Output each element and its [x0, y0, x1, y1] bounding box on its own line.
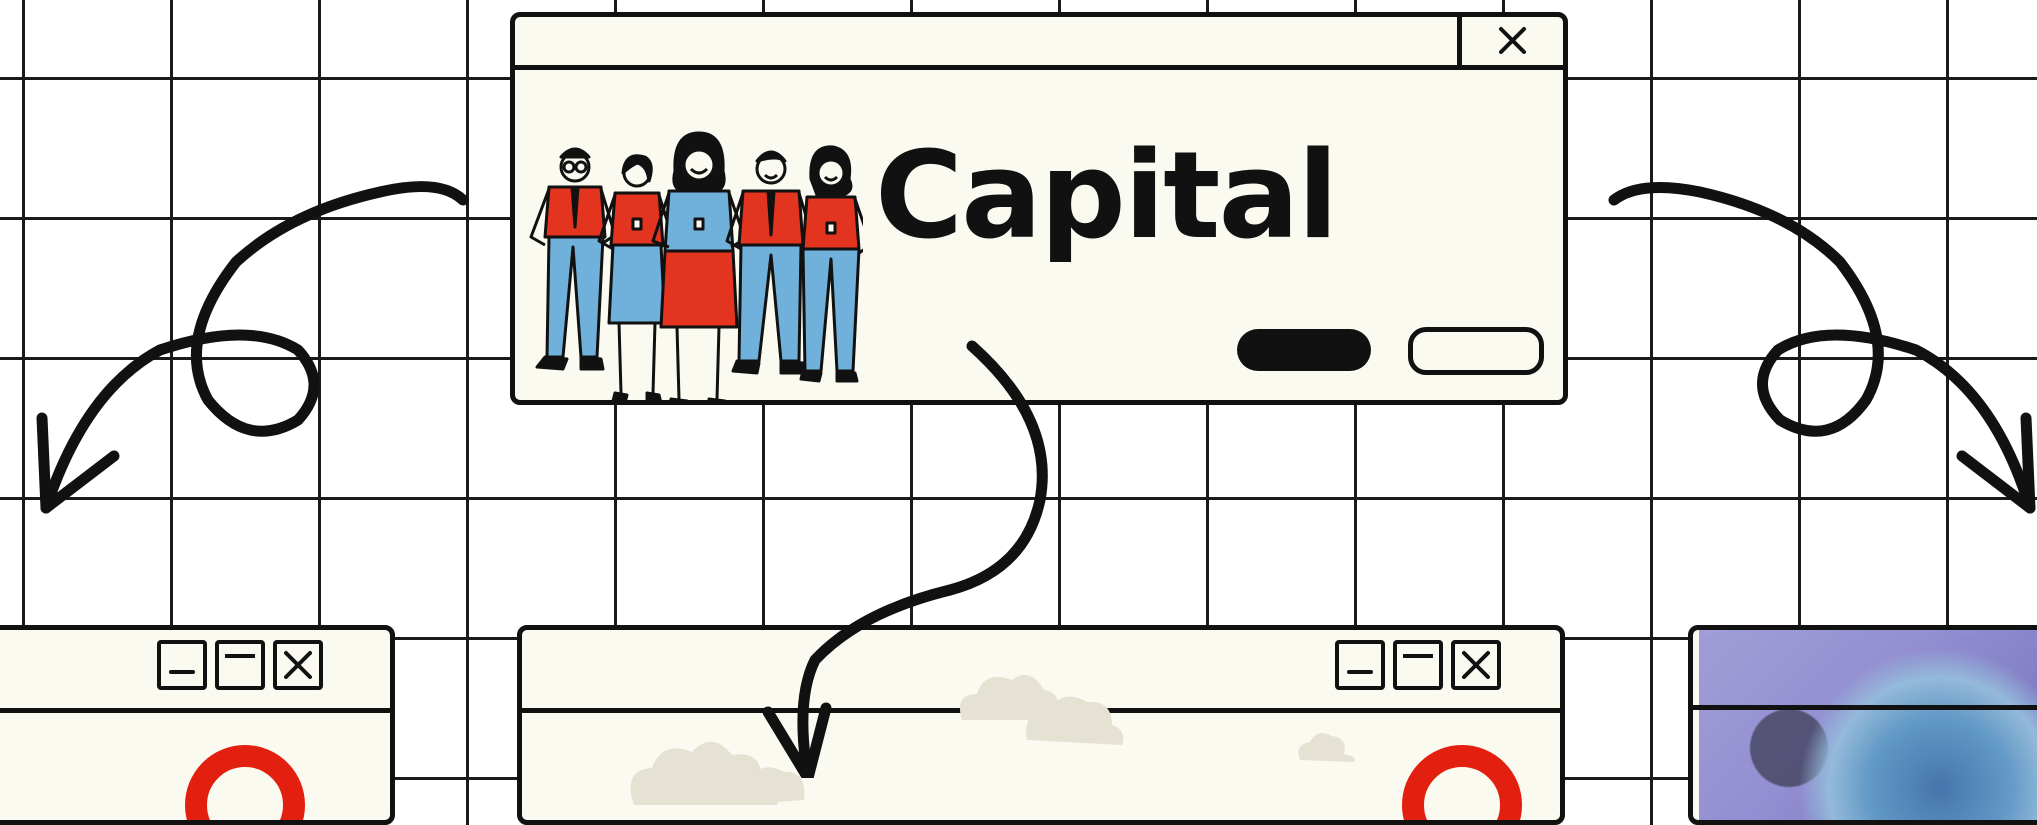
close-icon — [1462, 17, 1563, 65]
curly-arrow-left — [46, 187, 463, 508]
bottom-right-window — [1688, 625, 2037, 825]
minimize-icon — [161, 644, 203, 686]
secondary-button[interactable] — [1408, 327, 1544, 375]
curly-arrow-right-head — [1962, 418, 2030, 508]
close-button[interactable] — [1457, 17, 1563, 65]
planet-photo — [1699, 625, 2037, 825]
main-window: Capital — [510, 12, 1568, 405]
team-illustration — [523, 127, 863, 405]
main-window-titlebar — [515, 17, 1563, 70]
primary-button[interactable] — [1237, 329, 1371, 371]
curly-arrow-left-head — [42, 418, 114, 508]
close-button[interactable] — [273, 640, 323, 690]
bottom-center-window — [517, 625, 1565, 825]
window-titlebar — [0, 630, 390, 713]
window-titlebar — [1693, 705, 2037, 710]
bottom-left-window — [0, 625, 395, 825]
brand-title: Capital — [875, 137, 1315, 297]
red-ring — [185, 745, 305, 825]
maximize-button[interactable] — [215, 640, 265, 690]
maximize-icon — [219, 644, 261, 686]
curly-arrow-right — [1614, 188, 2030, 509]
close-icon — [277, 644, 319, 686]
minimize-button[interactable] — [157, 640, 207, 690]
